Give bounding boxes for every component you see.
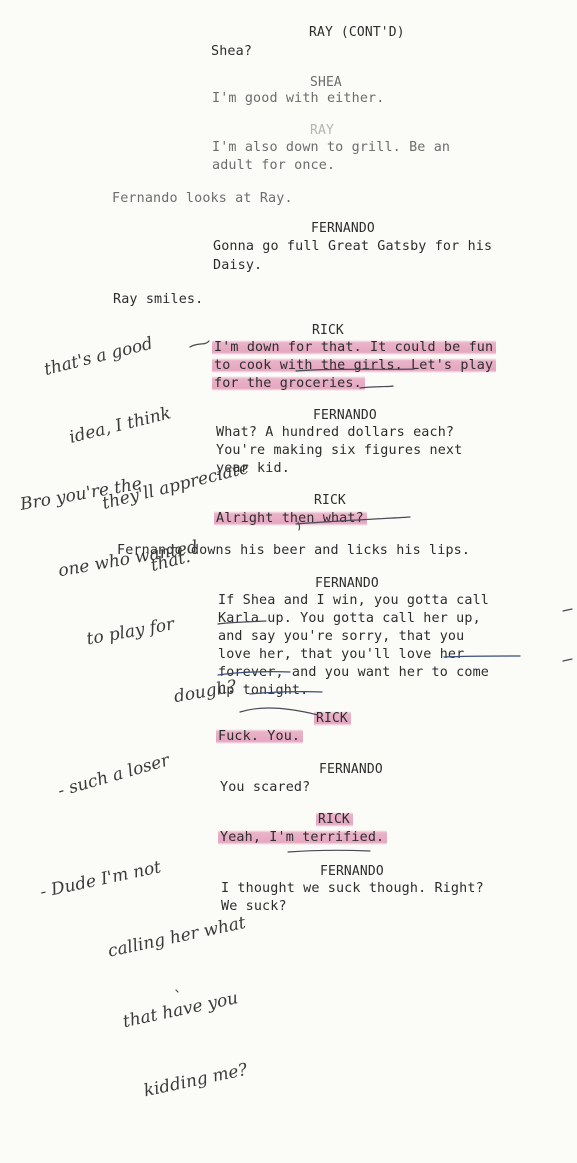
dialogue-line: Shea? [211, 44, 253, 59]
character-name: RICK [314, 493, 346, 508]
highlight-mark: Yeah, I'm terrified. [218, 830, 388, 845]
action-line: Ray smiles. [113, 292, 204, 307]
dialogue-line: You're making six figures next [216, 443, 463, 458]
dialogue-line: If Shea and I win, you gotta call [218, 593, 489, 608]
character-name: FERNANDO [319, 762, 383, 777]
dialogue-line-highlighted: for the groceries. [212, 375, 365, 393]
handwritten-note: - Dude I'm not calling her what that hav… [28, 794, 288, 1163]
character-name: FERNANDO [320, 864, 384, 879]
character-name-highlighted: RICK [314, 710, 351, 728]
dialogue-line: Daisy. [213, 258, 263, 273]
note-line: to play for [85, 614, 176, 650]
highlight-mark: RICK [314, 711, 351, 726]
dialogue-line: love her, that you'll love her [218, 647, 465, 662]
dialogue-line: Karla up. You gotta call her up, [218, 611, 481, 626]
dialogue-line: year kid. [216, 461, 290, 476]
character-name: FERNANDO [315, 576, 379, 591]
character-name: FERNANDO [313, 408, 377, 423]
highlight-mark: to cook with the girls. Let's play [212, 358, 497, 373]
margin-tick-mark [562, 608, 573, 612]
dialogue-line-highlighted: Fuck. You. [216, 728, 304, 746]
character-name: FERNANDO [311, 221, 375, 236]
underline-mark [359, 385, 394, 389]
dialogue-line: I'm good with either. [212, 91, 385, 106]
character-name: SHEA [310, 75, 342, 90]
character-name: RICK [312, 323, 344, 338]
dialogue-line-highlighted: Yeah, I'm terrified. [218, 829, 388, 847]
dialogue-line: I'm also down to grill. Be an [212, 140, 451, 155]
character-name: RAY [310, 123, 334, 138]
highlight-mark: RICK [316, 812, 353, 827]
note-line: - such a loser [55, 750, 172, 802]
note-line: calling her what [106, 912, 248, 962]
action-line: Fernando downs his beer and licks his li… [117, 543, 471, 558]
note-line: kidding me? [141, 1059, 250, 1102]
dialogue-line: You scared? [220, 780, 311, 795]
underline-mark [239, 707, 319, 716]
action-line: Fernando looks at Ray. [112, 191, 293, 206]
character-name-highlighted: RICK [316, 811, 353, 829]
highlight-mark: I'm down for that. It could be fun [212, 340, 497, 355]
note-line: one who wanted [56, 537, 200, 582]
dialogue-line: What? A hundred dollars each? [216, 425, 455, 440]
dialogue-line: and say you're sorry, that you [218, 629, 465, 644]
dialogue-line: adult for once. [212, 158, 336, 173]
dialogue-line: Gonna go full Great Gatsby for his [213, 239, 493, 254]
note-line: that's a good [42, 333, 155, 380]
dialogue-line-highlighted: I'm down for that. It could be fun [212, 339, 497, 357]
note-line: that have you [121, 988, 240, 1033]
dialogue-line: forever, and you want her to come [218, 665, 489, 680]
dialogue-line: I thought we suck though. Right? [221, 881, 484, 896]
note-line: dough? [172, 676, 238, 708]
character-name: RAY (CONT'D) [309, 25, 405, 40]
dialogue-line: We suck? [221, 899, 287, 914]
underline-mark [287, 849, 371, 853]
note-line: Bro you're the [18, 473, 144, 515]
note-line: - Dude I'm not [38, 857, 163, 903]
highlight-mark: for the groceries. [212, 376, 365, 391]
screenplay-page: RAY (CONT'D) Shea? SHEA I'm good with ei… [18, 25, 573, 1101]
margin-tick-mark [562, 658, 573, 662]
dialogue-line-highlighted: to cook with the girls. Let's play [212, 357, 497, 375]
highlight-mark: Fuck. You. [216, 729, 304, 744]
